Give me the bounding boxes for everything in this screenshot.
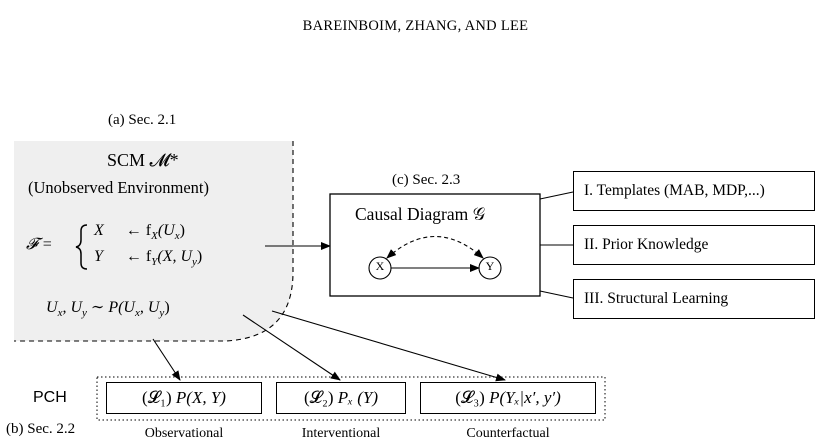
- layer-1-box: (𝓛₁) P(X, Y): [106, 382, 262, 414]
- eq-lhs: 𝓕 =: [26, 236, 53, 254]
- eq-row-1: X ← fX(Ux): [94, 222, 185, 242]
- eq-row1-args: (U: [157, 222, 175, 239]
- layer-1-expr: P(X, Y): [175, 388, 226, 407]
- eq-row2-args: (X, U: [157, 248, 193, 265]
- dist-mid2: , U: [139, 299, 160, 316]
- layer-1-caption: Observational: [144, 426, 224, 441]
- pch-section-label: (b) Sec. 2.2: [6, 421, 76, 437]
- eq-row2-args-sub: y: [192, 256, 197, 269]
- brace-shape: [75, 224, 88, 270]
- arrow-to-l2: [242, 314, 341, 381]
- pch-label: PCH: [33, 389, 67, 406]
- layer-2-expr: Pₓ (Y): [337, 388, 379, 407]
- dist-sub4: y: [159, 307, 165, 320]
- node-y-label: Y: [485, 259, 495, 273]
- eq-row2-fn: ← f: [125, 248, 152, 265]
- dist-tail: ∼ P(U: [86, 299, 135, 316]
- eq-row1-fn: ← f: [125, 222, 152, 239]
- scm-title: SCM 𝓜*: [107, 150, 179, 170]
- scm-region: [14, 141, 293, 341]
- prior-knowledge-label: II. Prior Knowledge: [584, 236, 709, 253]
- dist-sub1: x: [57, 307, 63, 320]
- eq-row1-var: X: [94, 222, 104, 239]
- layer-2-caption: Interventional: [301, 426, 381, 441]
- dist-close: ): [164, 299, 170, 316]
- exogenous-distribution: Ux, Uy ∼ P(Ux, Uy): [46, 297, 170, 319]
- eq-row2-sub: Y: [151, 256, 158, 269]
- structural-learning-label: III. Structural Learning: [584, 290, 729, 307]
- dist-sub2: y: [82, 307, 87, 320]
- dist-mid: , U: [62, 299, 83, 316]
- layer-3-expr: P(Yₓ|x′, y′): [489, 388, 561, 407]
- dist-sub3: x: [134, 307, 140, 320]
- layer-2-box: (𝓛₂) Pₓ (Y): [276, 382, 406, 414]
- connector-templates: [539, 191, 574, 200]
- layer-1-tag: (𝓛₁): [142, 388, 172, 407]
- connector-structural: [539, 290, 574, 299]
- eq-row2-close: ): [196, 248, 203, 265]
- node-x-label: X: [375, 259, 385, 273]
- diagram-title: Causal Diagram 𝒢: [355, 204, 486, 224]
- pch-dotted-box: [96, 376, 606, 421]
- eq-row2-var: Y: [94, 248, 103, 265]
- scm-section-label: (a) Sec. 2.1: [108, 112, 177, 128]
- arrow-to-l3: [271, 310, 506, 382]
- diagram-section-label: (c) Sec. 2.3: [392, 172, 461, 188]
- eq-lhs-text: 𝓕 =: [26, 236, 53, 253]
- scm-subtitle: (Unobserved Environment): [28, 178, 209, 197]
- scm-dashed-border: [14, 141, 294, 342]
- layer-3-box: (𝓛₃) P(Yₓ|x′, y′): [420, 382, 596, 414]
- dist-u: U: [46, 299, 58, 316]
- edge-bidirected: [386, 236, 484, 259]
- eq-row1-args-sub: x: [174, 230, 180, 243]
- prior-knowledge-box: II. Prior Knowledge: [573, 225, 815, 265]
- eq-row-2: Y ← fY(X, Uy): [94, 248, 202, 268]
- layer-2-tag: (𝓛₂): [303, 388, 334, 407]
- structural-learning-box: III. Structural Learning: [573, 279, 815, 319]
- layer-3-tag: (𝓛₃): [455, 388, 485, 407]
- page-header: BAREINBOIM, ZHANG, AND LEE: [302, 18, 529, 34]
- layer-3-caption: Counterfactual: [466, 426, 550, 441]
- eq-row1-sub: X: [151, 230, 158, 243]
- templates-box: I. Templates (MAB, MDP,...): [573, 171, 815, 211]
- arrow-to-l1: [152, 338, 181, 381]
- causal-diagram-box: [329, 193, 541, 297]
- templates-label: I. Templates (MAB, MDP,...): [584, 182, 765, 199]
- eq-row1-close: ): [179, 222, 185, 239]
